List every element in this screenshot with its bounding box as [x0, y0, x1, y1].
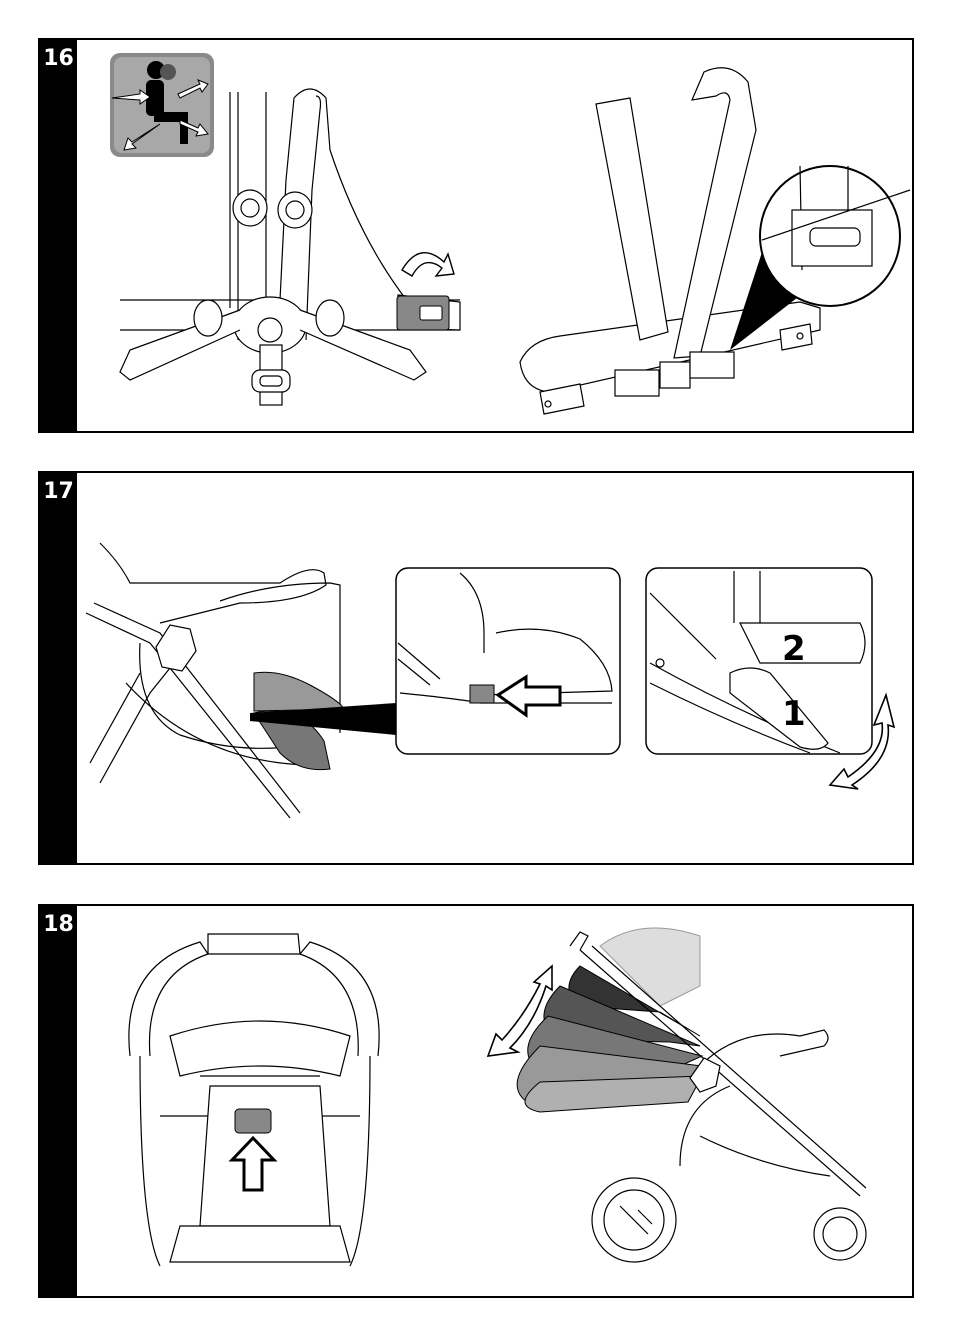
step-callout-2: 2	[782, 629, 806, 669]
child-harness-adjust-icon	[110, 53, 214, 157]
step-panel-16: 16	[38, 38, 914, 433]
detail-box-release-lever	[396, 568, 620, 754]
canopy-illustration	[40, 906, 914, 1298]
step-callout-1: 1	[782, 694, 806, 734]
step-panel-18: 18	[38, 904, 914, 1298]
harness-illustration	[40, 40, 914, 433]
canopy-fold-sequence	[517, 928, 702, 1112]
rotate-arrow-icon	[402, 253, 454, 276]
seat-recline-illustration: 2 1	[40, 473, 914, 865]
stroller-front-view	[129, 934, 379, 1266]
step-panel-17: 17	[38, 471, 914, 865]
